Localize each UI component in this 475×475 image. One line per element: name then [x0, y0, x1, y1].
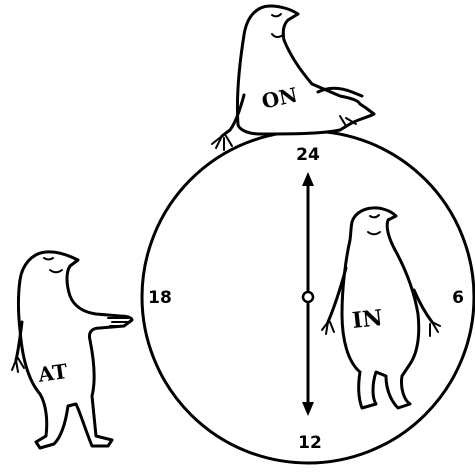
- clock-number-bottom: 12: [298, 433, 322, 453]
- clock-center: [303, 292, 313, 302]
- figure-at-left-hand: [12, 358, 24, 372]
- clock-number-left: 18: [148, 288, 172, 308]
- figure-at-label: AT: [36, 359, 69, 387]
- clock: 24 12 18 6: [142, 131, 474, 463]
- figure-in-label: IN: [351, 305, 384, 334]
- figure-at-body: [19, 252, 133, 448]
- clock-number-right: 6: [452, 288, 464, 308]
- figure-on-body: [237, 6, 374, 134]
- clock-number-top: 24: [296, 145, 320, 165]
- figure-on: ON: [212, 6, 374, 150]
- figure-at: AT: [12, 252, 132, 448]
- figure-on-hand: [212, 136, 232, 150]
